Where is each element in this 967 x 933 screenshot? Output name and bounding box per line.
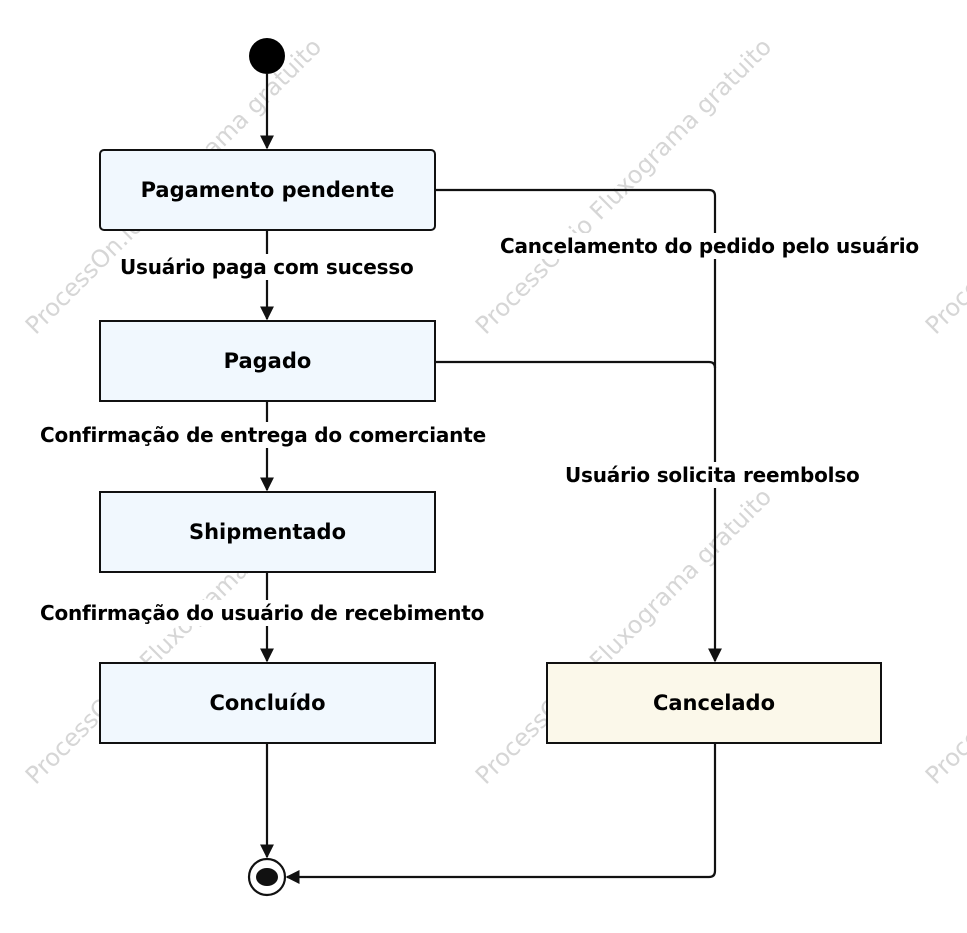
transition-label-reembolso: Usuário solicita reembolso [563, 462, 862, 488]
state-pagado[interactable]: Pagado [99, 320, 436, 402]
final-node-core [256, 868, 278, 886]
state-concluido[interactable]: Concluído [99, 662, 436, 744]
state-label: Concluído [209, 691, 326, 715]
edge-pago-to-cancelado [436, 360, 717, 369]
state-cancelado[interactable]: Cancelado [546, 662, 882, 744]
state-label: Shipmentado [188, 520, 347, 544]
edge-pendente-to-cancelado [436, 188, 722, 663]
edge-cancelado-to-final [285, 744, 717, 884]
transition-label-pago-sucesso: Usuário paga com sucesso [118, 254, 416, 280]
state-pagamento-pendente[interactable]: Pagamento pendente [99, 149, 436, 231]
state-shipmentado[interactable]: Shipmentado [99, 491, 436, 573]
state-label: Pagado [223, 349, 312, 373]
transition-label-confirmacao-recebimento: Confirmação do usuário de recebimento [38, 600, 487, 626]
state-label: Pagamento pendente [140, 178, 395, 202]
initial-node [249, 38, 285, 74]
transition-label-confirmacao-entrega: Confirmação de entrega do comerciante [38, 422, 488, 448]
state-label: Cancelado [652, 691, 776, 715]
transition-label-cancelamento: Cancelamento do pedido pelo usuário [498, 233, 921, 259]
